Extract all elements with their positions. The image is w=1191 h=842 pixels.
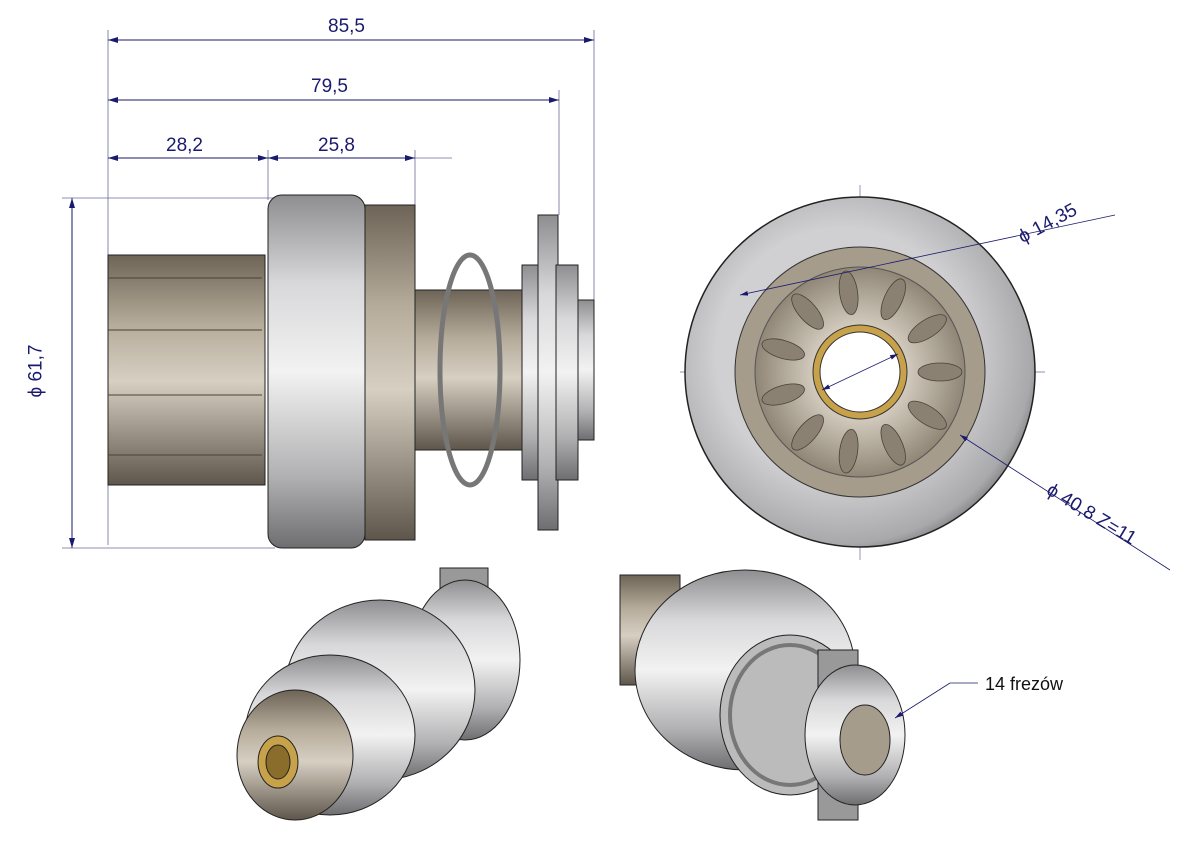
gear-tooth-slot (880, 278, 906, 320)
side-view (107, 194, 595, 549)
dim-length-to-flange: 79,5 (311, 76, 348, 97)
dimension-lines (69, 37, 594, 548)
dim-outer-diameter: ϕ 61,7 (25, 344, 47, 398)
gear-tooth-slot (907, 314, 947, 344)
gear-tooth-slot (791, 414, 824, 451)
gear-tooth-slot (838, 270, 859, 316)
iso-view-rear (619, 569, 978, 821)
gear-tooth-slot (761, 338, 805, 361)
collar (364, 204, 416, 541)
clutch-housing (267, 194, 366, 549)
spline-annotation: 14 frezów (985, 674, 1064, 694)
gear-tooth-slot (880, 424, 906, 466)
flange-washer (537, 214, 559, 531)
gear-tooth-slot (791, 293, 824, 330)
spring (437, 252, 503, 488)
front-view (680, 185, 1171, 571)
gear-tooth-slot (917, 362, 963, 382)
pinion-side (107, 254, 266, 486)
gear-tooth-slot (907, 400, 947, 430)
gear-tooth-slot (761, 383, 805, 406)
iso-view-front (236, 567, 521, 821)
gear-tooth-slot (838, 428, 859, 474)
shaft (414, 289, 526, 451)
dim-housing-length: 25,8 (318, 135, 355, 156)
dim-pinion-length: 28,2 (166, 135, 203, 156)
dim-overall-length: 85,5 (328, 16, 365, 37)
